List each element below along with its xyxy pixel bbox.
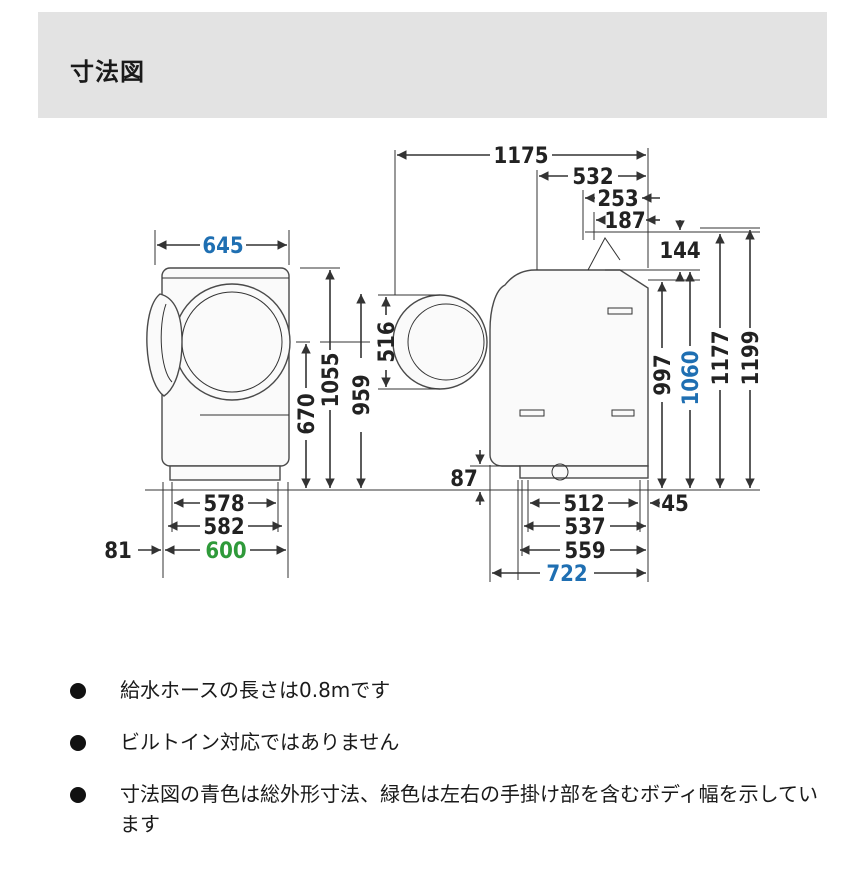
dim-hose-144: 144 [659, 239, 700, 264]
notes-list: 給水ホースの長さは0.8mです ビルトイン対応ではありません 寸法図の青色は総外… [70, 675, 830, 861]
dim-top-532: 532 [572, 165, 613, 190]
bullet-icon [70, 735, 86, 751]
section-header: 寸法図 [38, 12, 827, 118]
bullet-icon [70, 787, 86, 803]
side-body [489, 269, 649, 467]
dim-bottom-582: 582 [203, 515, 244, 540]
dim-front-height-1055: 1055 [319, 352, 344, 407]
dim-front-width-645: 645 [202, 234, 243, 259]
dim-depth-512: 512 [563, 492, 604, 517]
dim-depth-537: 537 [564, 515, 605, 540]
section-title: 寸法図 [70, 58, 145, 86]
dim-depth-1175: 1175 [493, 144, 548, 169]
dim-depth-559: 559 [564, 539, 605, 564]
dim-top-253: 253 [597, 187, 638, 212]
dim-height-1177: 1177 [709, 330, 734, 385]
dim-bottom-600: 600 [205, 539, 246, 564]
dim-rear-45: 45 [661, 492, 689, 517]
open-door [146, 293, 183, 397]
dim-left-offset-81: 81 [104, 539, 132, 564]
door-circle [392, 294, 488, 390]
note-text: 寸法図の青色は総外形寸法、緑色は左右の手掛け部を含むボディ幅を示しています [120, 782, 818, 836]
dim-leg-87: 87 [450, 467, 478, 492]
list-item: 寸法図の青色は総外形寸法、緑色は左右の手掛け部を含むボディ幅を示しています [70, 779, 830, 839]
dim-depth-722: 722 [546, 562, 587, 587]
note-text: 給水ホースの長さは0.8mです [120, 678, 391, 702]
dim-height-1199: 1199 [739, 330, 764, 385]
dim-front-height-670: 670 [295, 393, 320, 434]
front-view: 645 1055 959 670 578 582 600 81 [104, 230, 760, 578]
list-item: 給水ホースの長さは0.8mです [70, 675, 830, 705]
dimension-diagram: 645 1055 959 670 578 582 600 81 [104, 144, 764, 587]
bullet-icon [70, 683, 86, 699]
front-porthole [173, 283, 291, 401]
dim-height-997: 997 [651, 354, 676, 395]
dim-front-height-959: 959 [350, 374, 375, 415]
note-text: ビルトイン対応ではありません [120, 730, 400, 754]
side-view: 1175 532 253 187 144 997 1060 1177 [394, 144, 764, 587]
door-view: 516 [375, 294, 488, 390]
dim-top-187: 187 [604, 209, 645, 234]
dim-bottom-578: 578 [203, 492, 244, 517]
list-item: ビルトイン対応ではありません [70, 727, 830, 757]
dim-door-516: 516 [375, 321, 400, 362]
dim-height-1060: 1060 [679, 350, 704, 405]
